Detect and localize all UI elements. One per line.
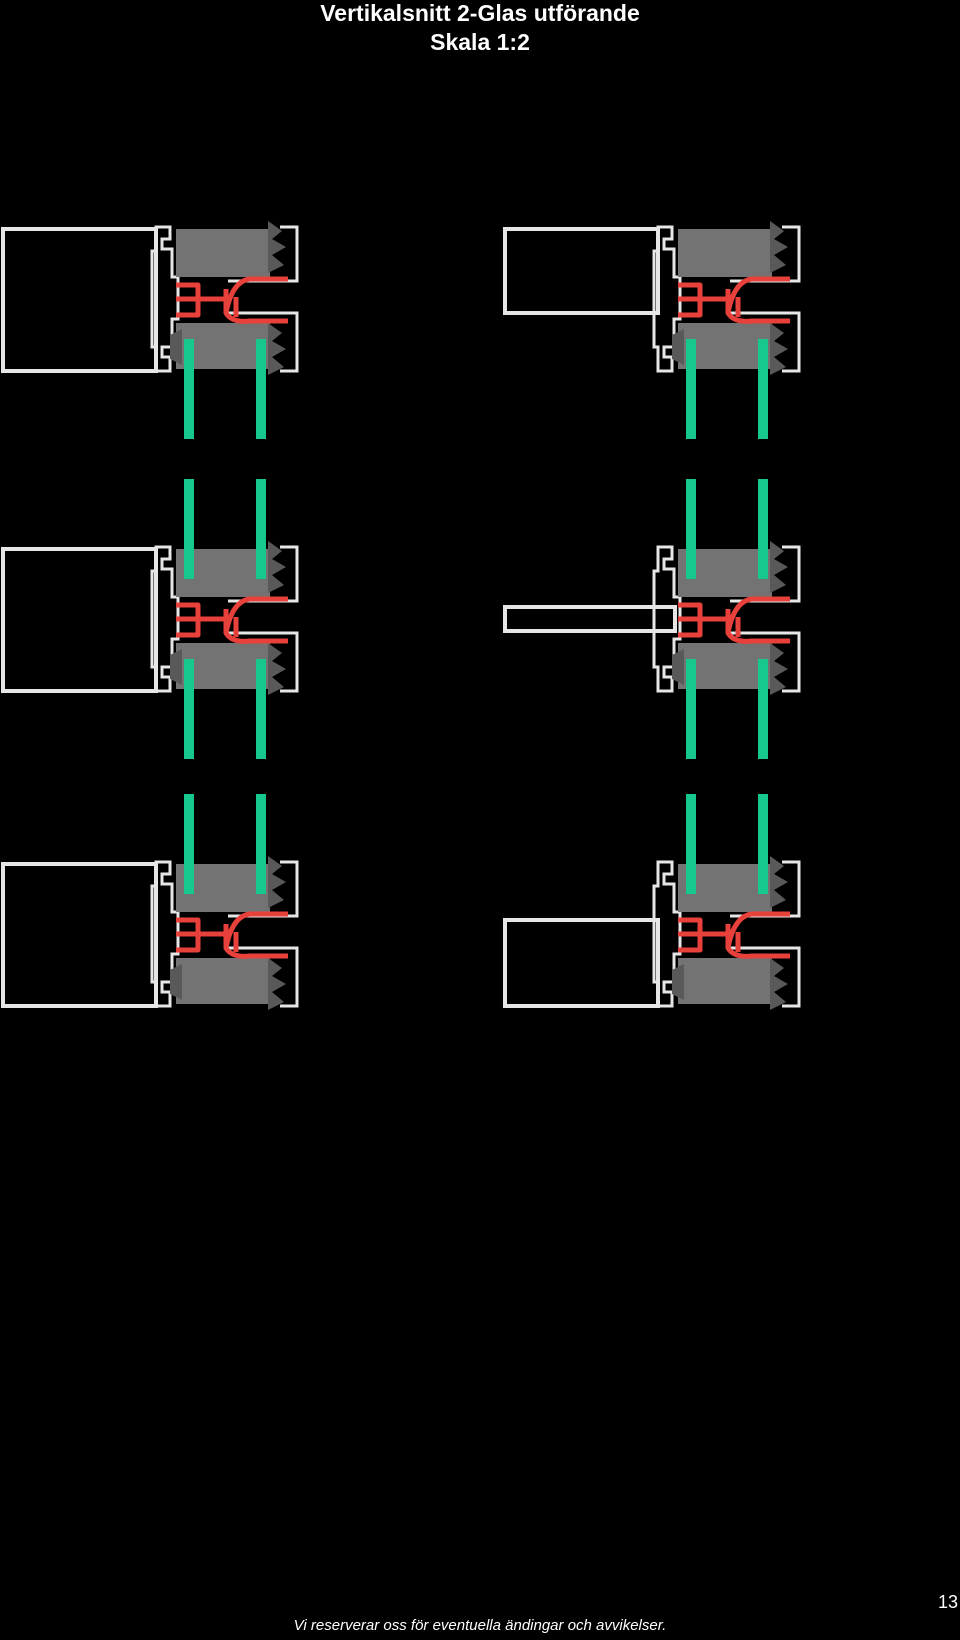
- gasket-lower: [268, 323, 286, 375]
- upper-spacer: [176, 229, 270, 277]
- lower-spacer: [176, 958, 270, 1004]
- glass-pane-below-2: [758, 339, 768, 439]
- glass-pane-above-1: [184, 794, 194, 894]
- gasket-upper: [268, 856, 286, 908]
- gasket-upper: [770, 856, 788, 908]
- lower-spacer: [678, 958, 772, 1004]
- title-line-2: Skala 1:2: [430, 29, 530, 55]
- thermal-break: [176, 911, 288, 959]
- glass-pane-below-1: [184, 659, 194, 759]
- thermal-break: [678, 911, 790, 959]
- gasket-inner: [170, 329, 182, 365]
- gasket-inner: [672, 329, 684, 365]
- title-line-1: Vertikalsnitt 2-Glas utförande: [320, 0, 640, 26]
- gasket-lower: [268, 643, 286, 695]
- glass-pane-above-2: [758, 479, 768, 579]
- page-number: 13: [937, 1592, 958, 1612]
- gasket-upper: [268, 541, 286, 593]
- glass-pane-above-1: [184, 479, 194, 579]
- glass-pane-below-1: [686, 339, 696, 439]
- glass-pane-above-1: [686, 794, 696, 894]
- section-right-middle: [503, 479, 801, 759]
- frame-tube: [1, 547, 158, 693]
- section-left-top: [1, 221, 299, 439]
- thermal-break: [678, 596, 790, 644]
- thermal-break: [176, 596, 288, 644]
- upper-spacer: [678, 229, 772, 277]
- glass-pane-below-1: [184, 339, 194, 439]
- glass-pane-above-1: [686, 479, 696, 579]
- gasket-lower: [770, 643, 788, 695]
- frame-tube: [503, 918, 660, 1008]
- gasket-upper: [268, 221, 286, 273]
- gasket-inner: [672, 649, 684, 685]
- frame-tube: [1, 862, 158, 1008]
- frame-tube: [1, 227, 158, 373]
- glass-pane-above-2: [256, 479, 266, 579]
- thermal-break: [176, 276, 288, 324]
- frame-bar: [503, 605, 677, 633]
- gasket-inner: [170, 649, 182, 685]
- gasket-upper: [770, 541, 788, 593]
- frame-tube: [503, 227, 660, 315]
- section-right-bottom: [503, 794, 801, 1010]
- glass-pane-below-1: [686, 659, 696, 759]
- section-left-bottom: [1, 794, 299, 1010]
- glass-pane-below-2: [758, 659, 768, 759]
- gasket-lower: [770, 958, 788, 1010]
- thermal-break: [678, 276, 790, 324]
- footer-disclaimer: Vi reserverar oss för eventuella ändinga…: [293, 1617, 667, 1634]
- glass-pane-below-2: [256, 659, 266, 759]
- glass-pane-below-2: [256, 339, 266, 439]
- glass-pane-above-2: [256, 794, 266, 894]
- section-left-middle: [1, 479, 299, 759]
- section-right-top: [503, 221, 801, 439]
- gasket-lower: [770, 323, 788, 375]
- gasket-inner: [170, 964, 182, 1000]
- gasket-lower: [268, 958, 286, 1010]
- glass-pane-above-2: [758, 794, 768, 894]
- gasket-upper: [770, 221, 788, 273]
- gasket-inner: [672, 964, 684, 1000]
